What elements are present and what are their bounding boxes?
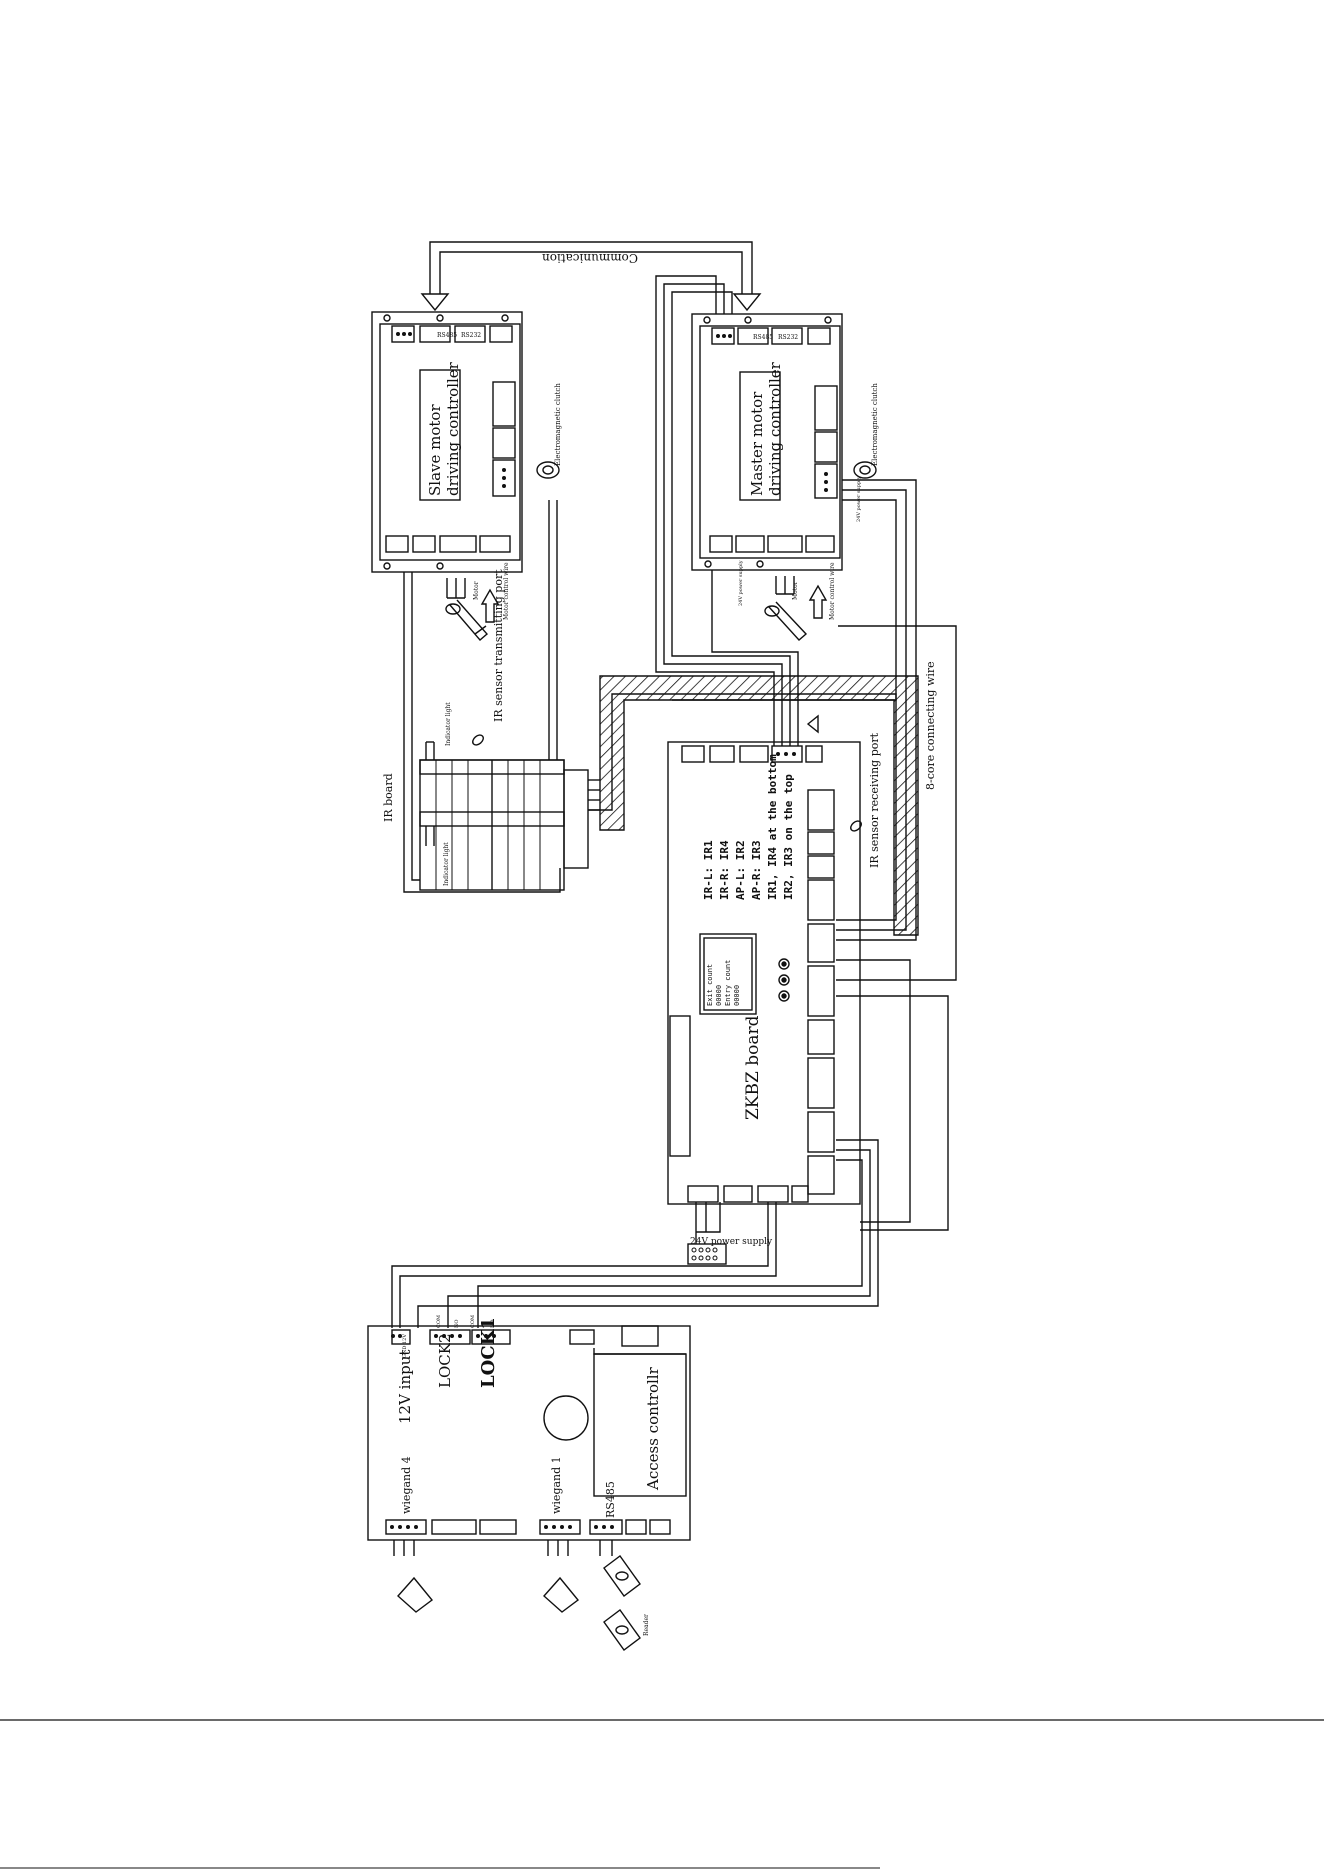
eight-core-label: 8-core connecting wire [924, 661, 937, 790]
wiegand4-reader [393, 1540, 434, 1613]
slave-electromagnetic-clutch [536, 461, 560, 479]
ir-board-label: IR board [382, 773, 395, 822]
indicator-light-bottom: Indicator light [443, 842, 450, 886]
zkbz-to-access-wires [391, 1139, 879, 1328]
access-controller-label: Access controllr [644, 1366, 662, 1491]
master-title-line1: Master motor [748, 391, 766, 496]
wiegand1-label: wiegand 1 [550, 1456, 563, 1514]
slave-controller-board [371, 311, 523, 573]
gnd-12v-label: GND 12V [402, 1334, 408, 1358]
lock2-com: COM [436, 1315, 442, 1328]
master-port-rs485: RS485 [753, 334, 773, 341]
lock2-label: LOCK2 [436, 1334, 454, 1389]
ir-board [419, 759, 589, 891]
master-electromagnetic-clutch [853, 461, 877, 479]
lcd-line-4: 00000 [733, 985, 741, 1006]
terminal-dots [390, 332, 828, 1529]
eight-core-wires [836, 479, 957, 1231]
slave-motor [445, 599, 488, 641]
slave-title-line2: driving controller [444, 361, 462, 496]
power-supply-label: 24V power supply [690, 1237, 773, 1247]
power-supply-connector [687, 1243, 727, 1265]
master-port-rs232: RS232 [778, 334, 798, 341]
indicator-light-top: Indicator light [445, 702, 452, 746]
slave-title-line1: Slave motor [426, 404, 444, 496]
ir-mapping-2: IR-R: IR4 [718, 840, 731, 900]
wiegand1-reader [543, 1540, 580, 1613]
rs485-label: RS485 [604, 1481, 617, 1518]
master-controller-board [691, 313, 843, 571]
power-supply-wires [695, 1202, 721, 1244]
master-motor [764, 601, 808, 641]
labels: Communication Slave motor driving contro… [382, 251, 937, 1636]
master-24v-label: 24V power supply [738, 560, 744, 606]
lock1-com: COM [470, 1315, 476, 1328]
buzzer-icon [806, 714, 819, 734]
slave-port-rs485: RS485 [437, 332, 457, 339]
wiegand4-label: wiegand 4 [400, 1456, 413, 1514]
ir-mapping-6: IR2, IR3 on the top [782, 774, 795, 900]
zkbz-board-label: ZKBZ board [743, 1015, 763, 1120]
slave-motor-wire-arrow [446, 578, 500, 623]
master-title-line2: driving controller [766, 361, 784, 496]
communication-label: Communication [542, 251, 638, 265]
ir-tx-label: IR sensor transmitting port [492, 569, 505, 722]
ir-mapping-3: AP-L: IR2 [734, 840, 747, 900]
lock1-label: LOCK1 [478, 1317, 499, 1388]
ir-indicator-arrows [425, 741, 435, 846]
master-clutch-label: Electromagnetic clutch [871, 383, 879, 466]
access-controller-board [367, 1325, 691, 1541]
lock1-no: NO [490, 1320, 496, 1328]
master-power-label: 24V power supply [856, 476, 862, 522]
ir-mapping-5: IR1, IR4 at the bottom [766, 754, 779, 900]
master-motor-wire-label: Motor control wire [829, 562, 836, 620]
ir-sensor-icon [472, 734, 484, 746]
zkbz-to-master-wires [655, 275, 799, 746]
zkbz-board [667, 741, 861, 1205]
input-12v-label: 12V input [396, 1350, 414, 1424]
slave-motor-label: Motor [473, 581, 480, 600]
master-motor-wire-arrow [775, 576, 828, 619]
ir-mapping-1: IR-L: IR1 [702, 840, 715, 900]
ir-rx-label: IR sensor receiving port [868, 732, 881, 868]
ir-mapping-4: AP-R: IR3 [750, 840, 763, 900]
reader-label: Reader [643, 1614, 650, 1636]
hatched-cable [588, 675, 919, 936]
slave-clutch-label: Electromagnetic clutch [554, 383, 562, 466]
zkbz-ir-sensor-icon [850, 820, 862, 832]
lcd-line-1: Exit count [706, 964, 714, 1006]
lcd-line-2: 00000 [715, 985, 723, 1006]
lcd-line-3: Entry count [724, 960, 732, 1006]
rs485-readers [599, 1540, 641, 1651]
slave-port-rs232: RS232 [461, 332, 481, 339]
slave-motor-wire-label: Motor control wire [503, 562, 510, 620]
communication-arrow [420, 241, 762, 312]
lock2-no: NO [454, 1320, 460, 1328]
master-motor-label: Motor [792, 581, 799, 600]
ir-board-wires [403, 500, 561, 893]
